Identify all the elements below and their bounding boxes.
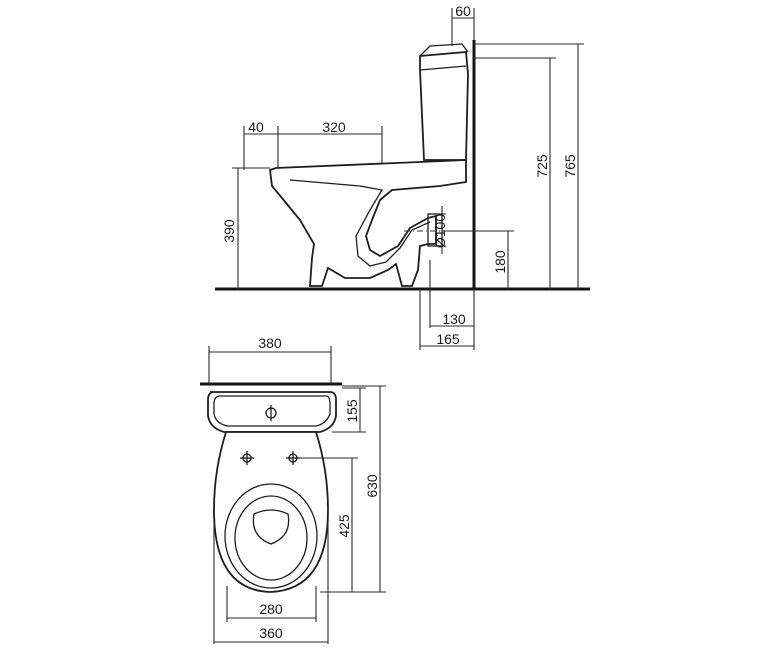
dim-label-360: 360 <box>259 625 283 641</box>
dim-label-765: 765 <box>562 154 578 178</box>
dim-label-380: 380 <box>258 335 282 351</box>
dim-tank-projection: 155 <box>332 387 366 433</box>
dim-label-180: 180 <box>492 250 508 274</box>
dim-label-d100: Ø100 <box>432 214 448 248</box>
toilet-bowl-top <box>213 431 329 593</box>
dim-label-390: 390 <box>221 219 237 243</box>
dim-seat-height: 390 <box>221 167 270 289</box>
dim-label-130: 130 <box>442 311 466 327</box>
cistern-top <box>207 391 337 433</box>
dim-tank-width: 380 <box>208 335 332 384</box>
dim-outlet-diameter: Ø100 <box>432 206 448 254</box>
side-view: 60 40 320 390 Ø100 180 <box>215 3 590 350</box>
dim-tank-height: 725 <box>474 57 556 289</box>
dim-label-630: 630 <box>364 474 380 498</box>
dim-total-depth: 630 <box>330 385 386 593</box>
dim-seat-top: 40 320 <box>243 119 383 170</box>
dim-label-40: 40 <box>248 119 264 135</box>
toilet-bowl-side <box>269 159 467 287</box>
fixing-point-icon <box>286 451 300 465</box>
dim-label-320: 320 <box>322 119 346 135</box>
dim-label-165: 165 <box>436 331 460 347</box>
dim-label-60: 60 <box>455 3 471 19</box>
dim-label-280: 280 <box>259 601 283 617</box>
dim-bowl-width: 360 <box>213 520 329 644</box>
dim-label-425: 425 <box>336 514 352 538</box>
dim-bowl-depth: 425 <box>300 457 358 593</box>
dim-tank-depth: 60 <box>451 3 475 46</box>
dim-total-height: 765 <box>474 43 584 289</box>
dim-outlet-height: 180 <box>442 230 514 289</box>
dim-outlet-offsets: 130 165 <box>419 260 475 350</box>
fixing-point-icon <box>240 451 254 465</box>
top-view: 380 155 630 425 280 <box>200 335 386 644</box>
dim-seat-width: 280 <box>226 586 317 622</box>
dim-label-155: 155 <box>344 399 360 423</box>
cistern <box>419 43 469 161</box>
dim-label-725: 725 <box>534 154 550 178</box>
